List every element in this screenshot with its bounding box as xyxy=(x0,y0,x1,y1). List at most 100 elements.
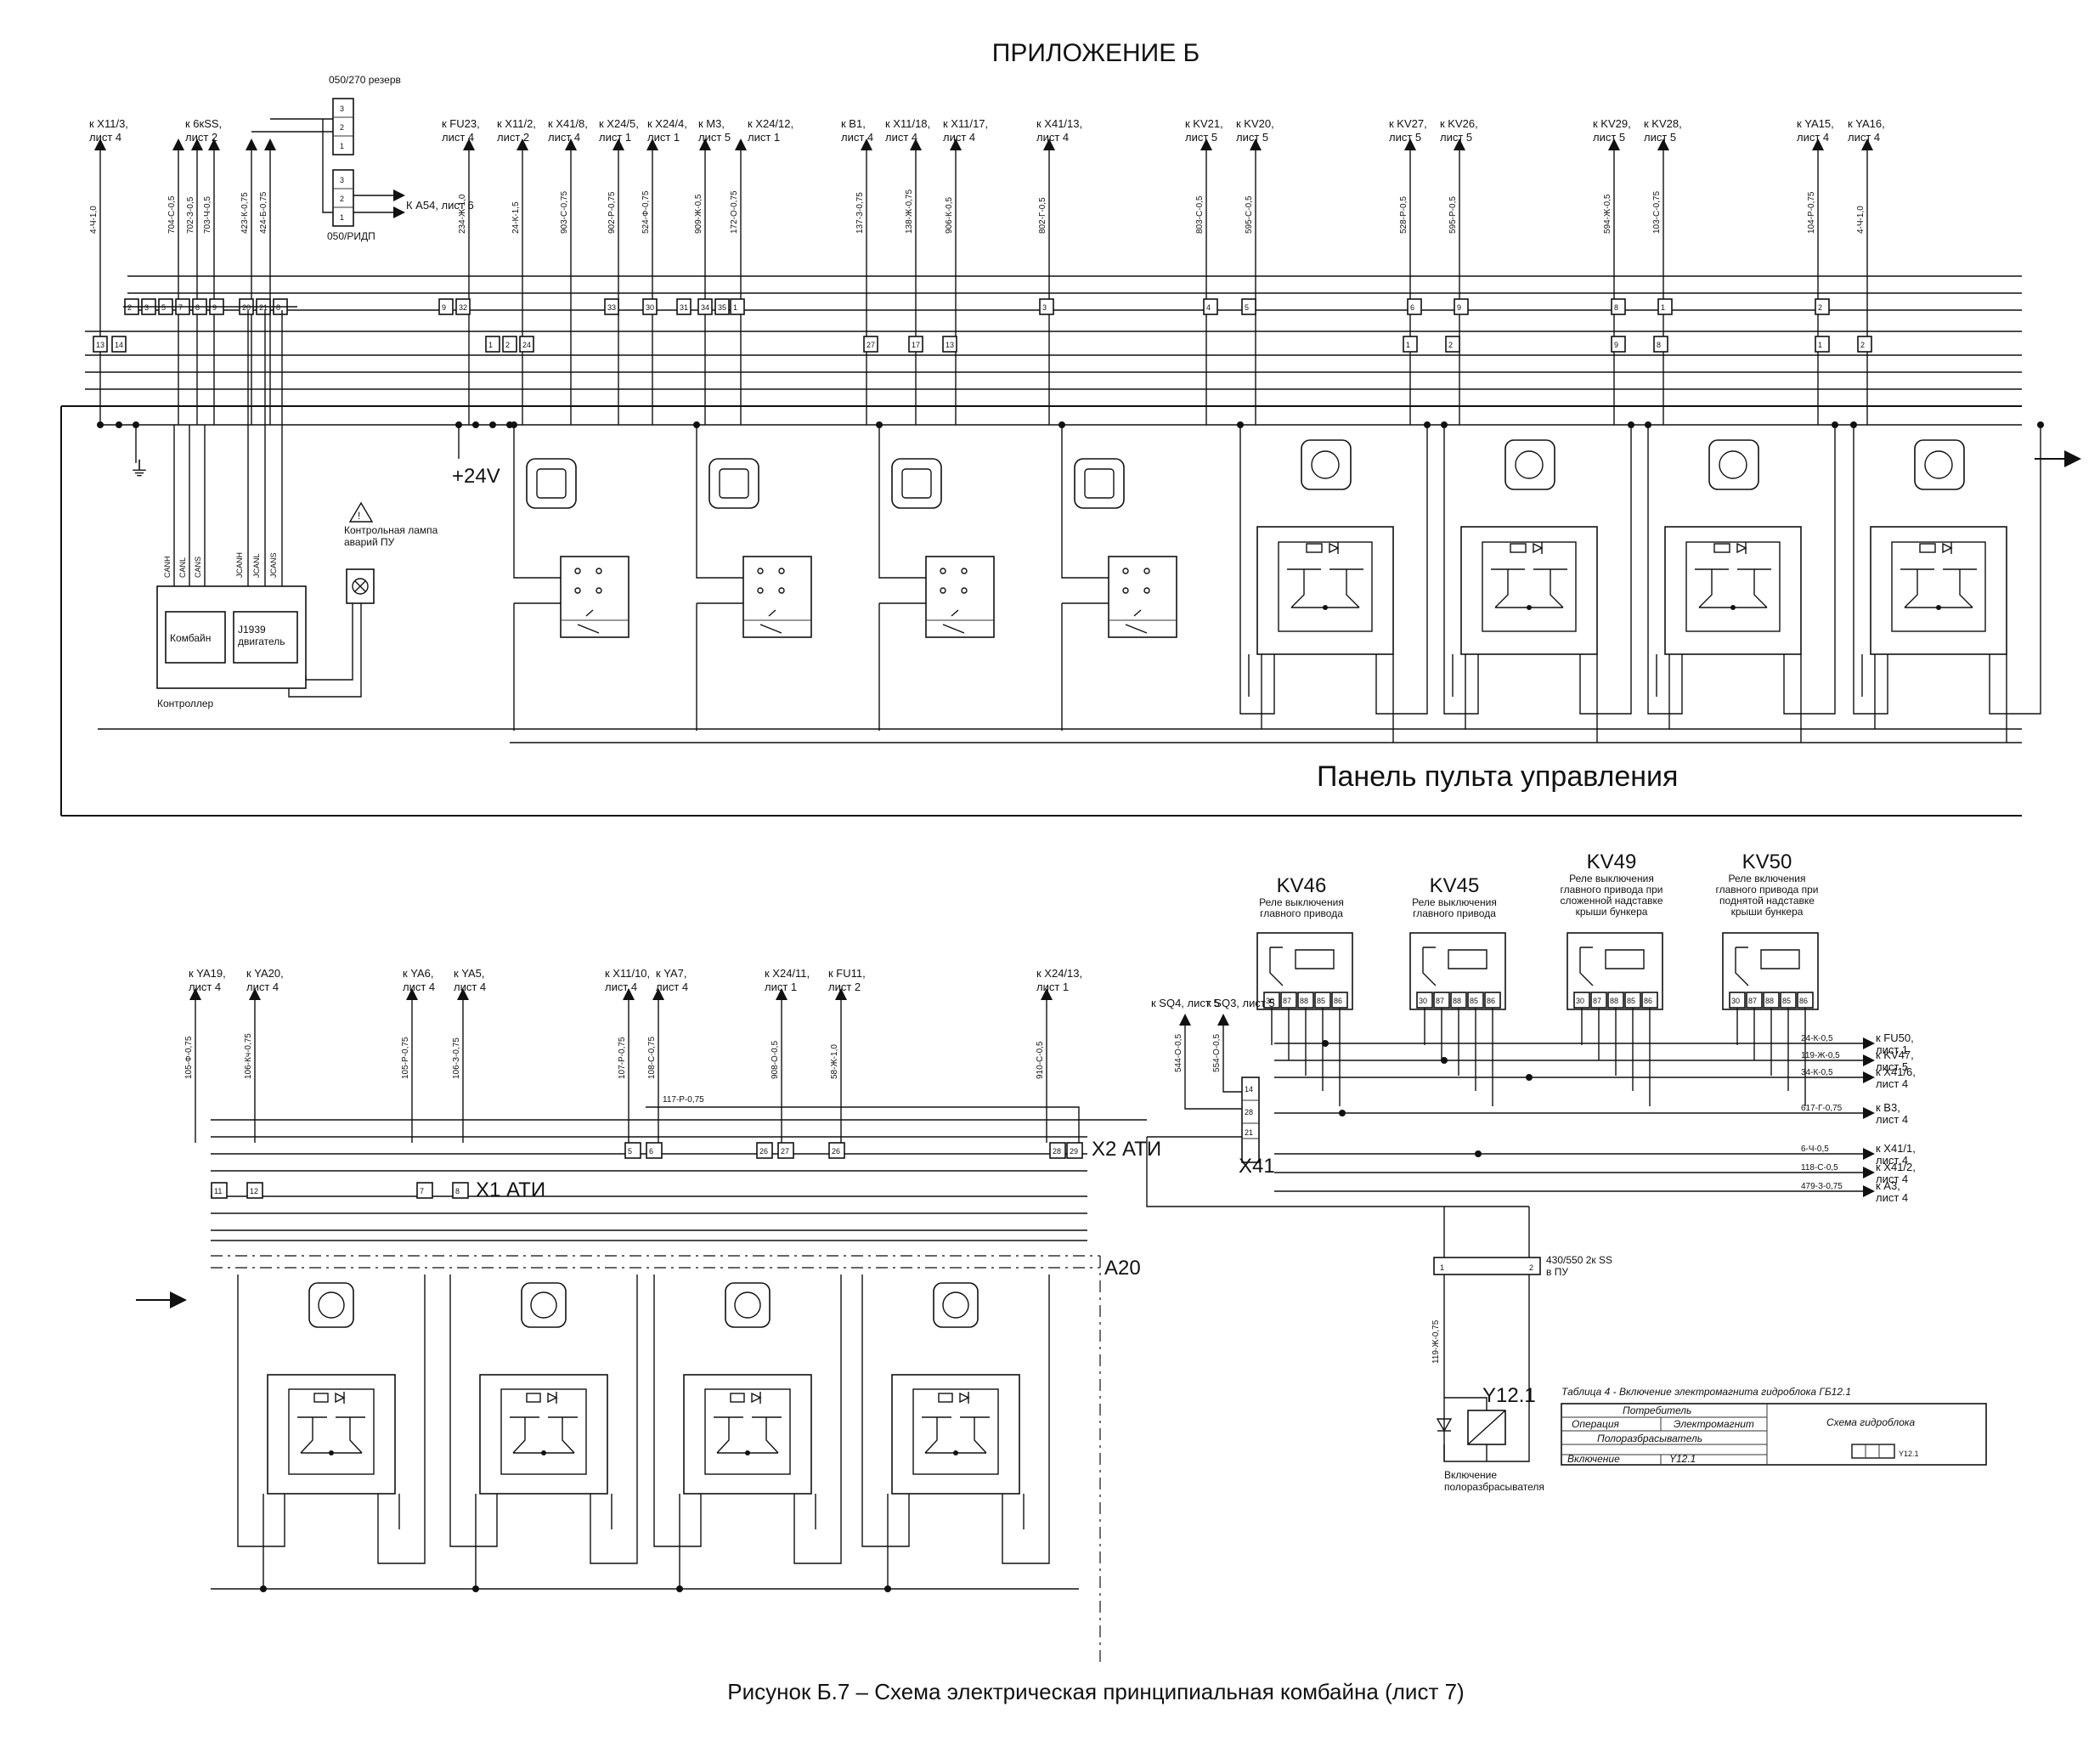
pin-label: 31 xyxy=(680,303,688,312)
button-wiring xyxy=(449,1274,638,1589)
wire-code: 594-Ж-0,5 xyxy=(1603,194,1612,234)
dest-label-line2: лист 4 xyxy=(841,131,873,144)
dest-label: к X24/11,лист 1 xyxy=(765,967,810,993)
junction-dot xyxy=(472,421,479,428)
terminal xyxy=(455,298,471,315)
icon-glyph xyxy=(1084,468,1115,499)
switch-wiring xyxy=(513,425,561,731)
terminal xyxy=(777,1142,794,1159)
dest-label-line2: лист 4 xyxy=(885,131,917,144)
dest-label: к YA7,лист 4 xyxy=(656,967,688,993)
led-symbol xyxy=(577,609,600,634)
switch-contact xyxy=(940,568,946,574)
pin-label: 32 xyxy=(459,303,467,312)
dest-label: к KV29,лист 5 xyxy=(1593,117,1631,144)
bottom-frame xyxy=(211,1255,1101,1665)
icon-glyph xyxy=(942,1291,969,1319)
dest-label: к X11/17,лист 4 xyxy=(943,117,988,144)
reel-reverse-icon xyxy=(308,1282,354,1328)
led-symbol xyxy=(759,609,782,634)
pin-label: 87 xyxy=(1748,997,1757,1005)
dest-label-line2: лист 4 xyxy=(442,131,474,144)
dest-label-line2: лист 5 xyxy=(1593,131,1625,144)
junction-dot xyxy=(472,1585,479,1592)
relay-description: крыши бункера xyxy=(1576,906,1648,918)
output-label: к X41/6, xyxy=(1876,1065,1916,1078)
pin-label: 88 xyxy=(1765,997,1774,1005)
terminal xyxy=(730,298,745,315)
button-inner xyxy=(288,1388,375,1475)
pin-label: 14 xyxy=(115,341,123,349)
junction-dot xyxy=(1850,421,1857,428)
pin-label: JCANL xyxy=(252,553,261,578)
reel-icon xyxy=(1301,439,1352,490)
terminal xyxy=(485,336,500,353)
wire-code: 137-З-0,75 xyxy=(855,192,865,234)
junction-dot xyxy=(1441,421,1448,428)
relay-description: Реле выключения xyxy=(1259,896,1344,908)
switch-body xyxy=(560,556,629,638)
valve-label: Y12.1 xyxy=(1482,1384,1536,1407)
connector-label: 050/270 резерв xyxy=(329,74,401,86)
junction-dot xyxy=(329,1450,334,1455)
dest-label: к YA20,лист 4 xyxy=(246,967,284,993)
dest-label: к X24/4,лист 1 xyxy=(647,117,687,144)
terminal xyxy=(246,1182,263,1199)
dest-label: к X41/13,лист 4 xyxy=(1036,117,1082,144)
button-inner xyxy=(912,1388,999,1475)
bottom-buses xyxy=(211,1119,1147,1590)
resistor xyxy=(1306,543,1323,553)
wire-code: 524-Ф-0,75 xyxy=(641,190,651,234)
pin-label: 13 xyxy=(96,341,104,349)
pin-label: 9 xyxy=(1614,341,1618,349)
pin-label: 21 xyxy=(1245,1128,1253,1137)
terminal xyxy=(519,336,534,353)
button-wiring xyxy=(653,1274,842,1589)
dest-label: к X11/18,лист 4 xyxy=(885,117,930,144)
thresher-icon xyxy=(1504,439,1555,490)
relay-description: главного привода xyxy=(1260,907,1343,919)
top-destinations: к X11/3,лист 4 к 6кSS,лист 2 к FU23,лист… xyxy=(89,117,1885,144)
dest-label: к M3,лист 5 xyxy=(698,117,731,144)
pin-label: 5 xyxy=(628,1147,632,1156)
pin-label: 86 xyxy=(1334,997,1342,1005)
junction-dot xyxy=(1526,1074,1533,1081)
pin-label: 30 xyxy=(1731,997,1740,1005)
dest-label-line2: лист 5 xyxy=(1389,131,1421,144)
switch-wiring xyxy=(696,425,743,731)
wire-code: 909-Ж-0,5 xyxy=(694,194,703,234)
switch-contact xyxy=(778,568,785,574)
dest-label-line2: лист 1 xyxy=(599,131,631,144)
pin-label: 9 xyxy=(212,303,217,312)
dest-label-line2: лист 4 xyxy=(246,981,279,993)
output-label: к B3, xyxy=(1876,1101,1900,1114)
pin-label: 2 xyxy=(1818,303,1822,312)
dest-label-line2: лист 2 xyxy=(497,131,529,144)
table-header-consumer: Потребитель xyxy=(1623,1404,1691,1416)
output-label: к X41/1, xyxy=(1876,1142,1916,1155)
icon-glyph xyxy=(719,468,749,499)
pin-label: 1 xyxy=(1818,341,1822,349)
svg-text:!: ! xyxy=(358,510,360,522)
terminal xyxy=(452,1182,469,1199)
x41-strip: 14 28 21 X41 xyxy=(1147,1077,1275,1178)
pin-label: 85 xyxy=(1470,997,1478,1005)
dest-label: к KV21,лист 5 xyxy=(1185,117,1223,144)
table-col-operation: Операция xyxy=(1572,1418,1619,1430)
output-label: к FU50, xyxy=(1876,1031,1914,1044)
pin-label: 7 xyxy=(178,303,183,312)
figure-caption: Рисунок Б.7 – Схема электрическая принци… xyxy=(727,1679,1464,1704)
button-body xyxy=(891,1374,1020,1495)
harvester-icon xyxy=(725,1282,771,1328)
wire-code: 105-Р-0,75 xyxy=(401,1037,410,1079)
switch-contact xyxy=(961,587,968,594)
button-wiring xyxy=(861,1274,1050,1589)
terminal xyxy=(697,298,713,315)
table-cell-operation: Включение xyxy=(1567,1453,1620,1465)
dest-label: к 6кSS,лист 2 xyxy=(185,117,222,144)
junction-dot xyxy=(1730,605,1736,610)
